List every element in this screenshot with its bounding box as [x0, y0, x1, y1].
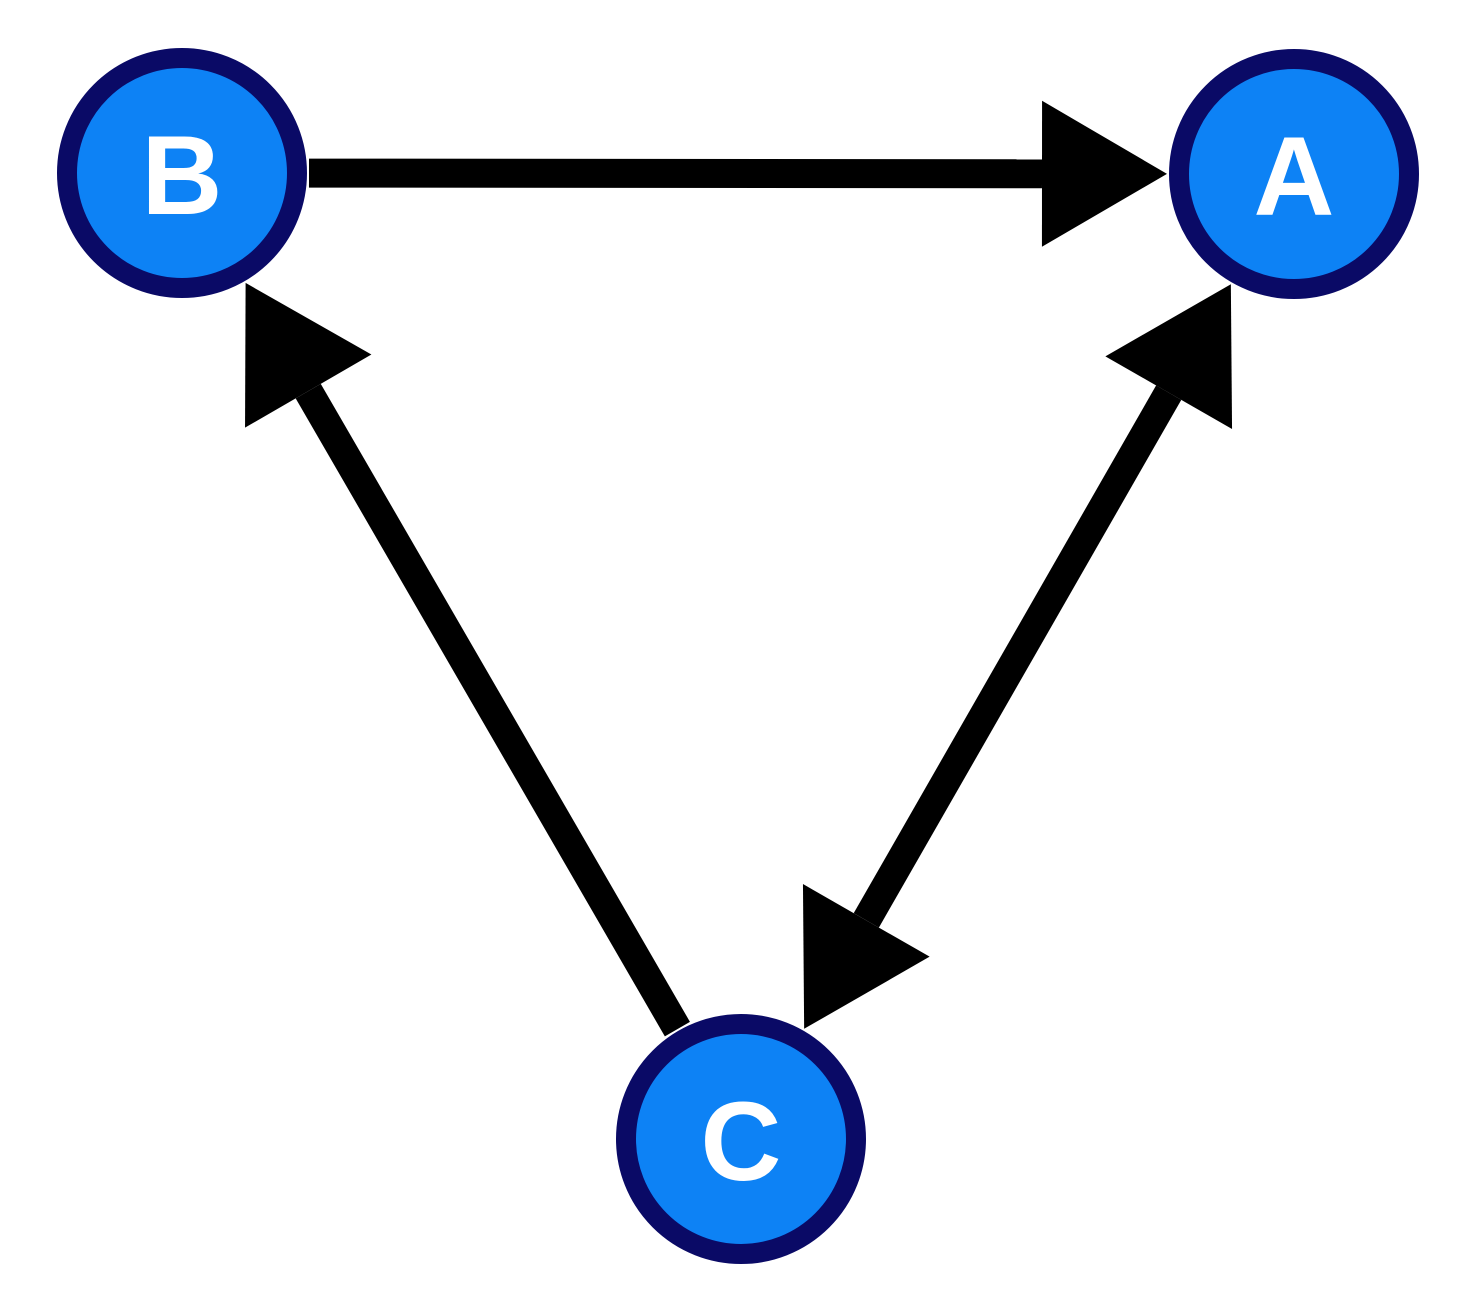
edge-C-B-shaft: [295, 383, 690, 1037]
node-B: B: [57, 48, 307, 298]
edge-A-C: [802, 284, 1233, 1029]
edge-B-A-shaft: [308, 158, 1043, 189]
node-B-circle: [57, 48, 307, 298]
node-A-circle: [1169, 49, 1419, 299]
node-A: A: [1169, 49, 1419, 299]
edge-C-B: [245, 282, 690, 1037]
node-C-circle: [616, 1014, 866, 1264]
node-C-label: C: [701, 1079, 782, 1204]
edge-B-A: [308, 100, 1167, 247]
edge-B-A-arrowhead-icon: [1041, 100, 1167, 247]
edge-C-B-arrowhead-icon: [245, 282, 372, 428]
edges-layer: [245, 100, 1233, 1037]
node-B-label: B: [142, 113, 223, 238]
node-A-label: A: [1254, 114, 1335, 239]
edge-A-C-shaft: [853, 385, 1182, 928]
nodes-layer: B A C: [57, 48, 1419, 1264]
edge-A-C-arrowhead-icon: [802, 884, 930, 1029]
node-C: C: [616, 1014, 866, 1264]
edge-A-C-reverse-arrowhead-icon: [1105, 284, 1233, 429]
